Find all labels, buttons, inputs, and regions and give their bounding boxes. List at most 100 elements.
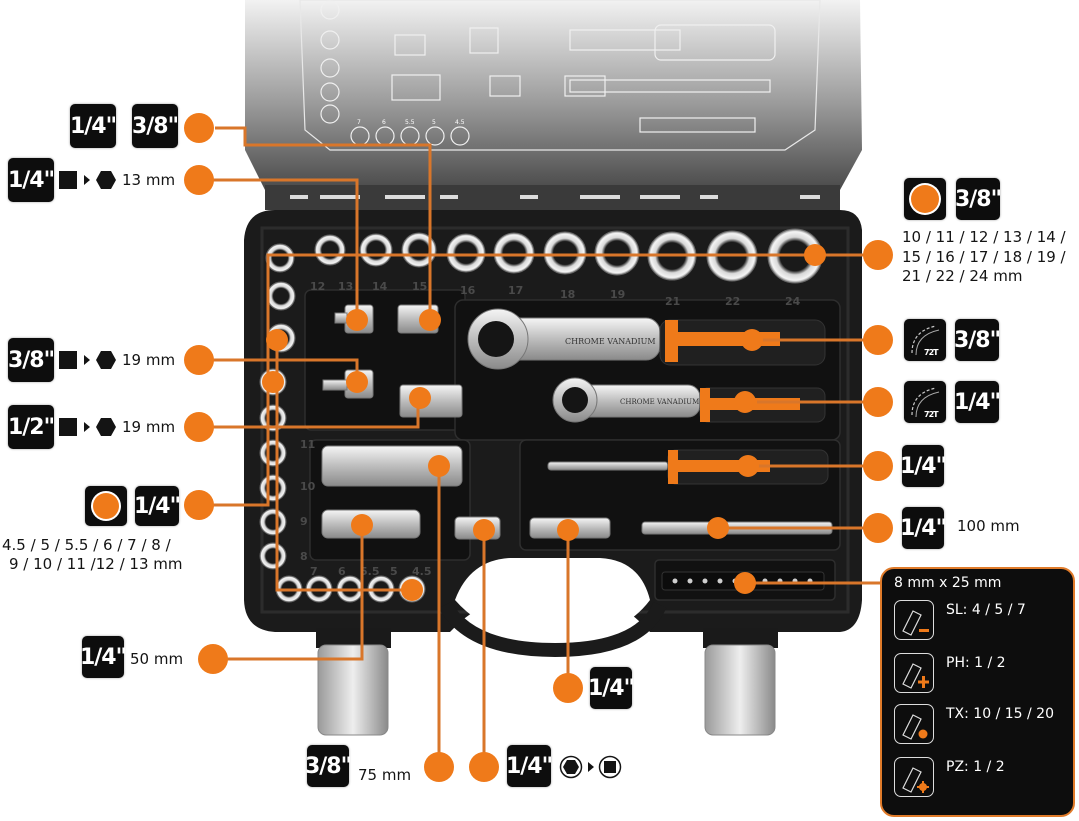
socket-sizes-line-2: 15 / 16 / 17 / 18 / 19 / (902, 248, 1066, 266)
marker-dot (184, 412, 214, 442)
spinner-handle (547, 449, 829, 485)
socket-sizes-line-1: 4.5 / 5 / 5.5 / 6 / 7 / 8 / (2, 536, 171, 554)
drive-badge-1-4: 1/4" (70, 104, 117, 148)
hex-icon (96, 418, 116, 436)
marker-dot (184, 165, 214, 195)
drive-badge: 1/4" (900, 507, 947, 549)
bit-row-torx: TX: 10 / 15 / 20 (894, 704, 1069, 750)
bit-row-pozidriv: PZ: 1 / 2 (894, 757, 1069, 803)
svg-text:5.5: 5.5 (405, 119, 415, 126)
socket-sizes-line-2: 9 / 10 / 11 /12 / 13 mm (9, 555, 183, 573)
socket-sizes-line-3: 21 / 22 / 24 mm (902, 267, 1023, 285)
arrow-icon (84, 422, 90, 432)
svg-text:11: 11 (300, 438, 315, 451)
latch-right (703, 628, 778, 736)
svg-text:7: 7 (357, 119, 361, 126)
svg-text:72T: 72T (924, 410, 939, 419)
arrow-icon (588, 762, 594, 772)
bits-size-header: 8 mm x 25 mm (894, 575, 1002, 591)
hex-icon (96, 171, 116, 189)
svg-text:4.5: 4.5 (412, 565, 432, 578)
square-icon (59, 418, 77, 436)
tray-size-marks: 12 13 14 15 16 17 18 19 21 22 24 11 10 9… (300, 280, 801, 578)
svg-text:8: 8 (300, 550, 308, 563)
drive-badge: 1/4" (954, 381, 1001, 423)
bit-label: TX: 10 / 15 / 20 (946, 706, 1054, 722)
drive-badge: 1/4" (134, 486, 181, 526)
socket-sizes-line-1: 10 / 11 / 12 / 13 / 14 / (902, 228, 1066, 246)
svg-text:7: 7 (310, 565, 318, 578)
svg-text:18: 18 (560, 288, 575, 301)
bit-label: PH: 1 / 2 (946, 655, 1006, 671)
bit-row-phillips: PH: 1 / 2 (894, 653, 1069, 699)
svg-text:9: 9 (300, 515, 308, 528)
svg-text:5: 5 (390, 565, 398, 578)
marker-dot (863, 451, 893, 481)
marker-dot (553, 673, 583, 703)
drive-badge: 1/2" (8, 405, 55, 449)
square-icon (59, 351, 77, 369)
drive-badge: 1/4" (506, 745, 553, 787)
svg-text:4.5: 4.5 (455, 119, 465, 126)
marker-dot (184, 490, 214, 520)
bit-row-slotted: SL: 4 / 5 / 7 (894, 600, 1069, 646)
bit-label: PZ: 1 / 2 (946, 759, 1005, 775)
svg-text:CHROME VANADIUM: CHROME VANADIUM (565, 337, 656, 346)
bit-label: SL: 4 / 5 / 7 (946, 602, 1026, 618)
drive-badge: 1/4" (588, 667, 635, 709)
hex-icon (96, 351, 116, 369)
drive-badge: 3/8" (8, 338, 55, 382)
square-circle-icon (598, 755, 622, 779)
svg-text:19: 19 (610, 288, 625, 301)
marker-dot (863, 240, 893, 270)
svg-text:13: 13 (338, 280, 353, 293)
torx-bit-icon (894, 704, 934, 744)
svg-text:16: 16 (460, 284, 476, 297)
bits-panel: 8 mm x 25 mm SL: 4 / 5 / 7 PH: 1 / 2 TX:… (880, 567, 1075, 817)
size-text: 19 mm (122, 351, 176, 369)
marker-dot (424, 752, 454, 782)
drive-badge-3-8: 3/8" (132, 104, 179, 148)
phillips-bit-icon (894, 653, 934, 693)
part-markers (262, 244, 826, 601)
svg-text:5: 5 (432, 119, 436, 126)
marker-dot (863, 513, 893, 543)
svg-text:CHROME VANADIUM: CHROME VANADIUM (620, 398, 699, 406)
marker-dot (184, 113, 214, 143)
svg-text:10: 10 (300, 480, 316, 493)
arrow-icon (84, 355, 90, 365)
case-lid: 7 6 5.5 5 4.5 (245, 0, 862, 210)
length-text: 100 mm (957, 517, 1020, 535)
gear-72t-icon: 72T (904, 381, 946, 423)
drive-badge: 1/4" (80, 636, 127, 678)
svg-text:6: 6 (338, 565, 346, 578)
size-text: 13 mm (122, 171, 176, 189)
svg-text:72T: 72T (924, 348, 939, 357)
gear-72t-icon: 72T (904, 319, 946, 361)
svg-text:15: 15 (412, 280, 427, 293)
drive-badge: 3/8" (305, 745, 352, 787)
drive-badge: 1/4" (900, 445, 947, 487)
leader-lines (212, 126, 882, 767)
svg-text:22: 22 (725, 295, 740, 308)
svg-text:24: 24 (785, 295, 801, 308)
svg-text:21: 21 (665, 295, 680, 308)
svg-text:14: 14 (372, 280, 388, 293)
svg-text:5.5: 5.5 (360, 565, 380, 578)
12-point-socket-icon (904, 178, 946, 220)
marker-dot (863, 387, 893, 417)
marker-dot (184, 345, 214, 375)
drive-badge: 1/4" (8, 158, 55, 202)
svg-text:6: 6 (382, 119, 386, 126)
lid-size-marks: 7 6 5.5 5 4.5 (357, 119, 465, 126)
arrow-icon (84, 175, 90, 185)
marker-dot (469, 752, 499, 782)
length-text: 50 mm (130, 650, 184, 668)
svg-text:12: 12 (310, 280, 325, 293)
svg-text:17: 17 (508, 284, 523, 297)
marker-dot (863, 325, 893, 355)
marker-dot (198, 644, 228, 674)
length-text: 75 mm (358, 766, 412, 784)
